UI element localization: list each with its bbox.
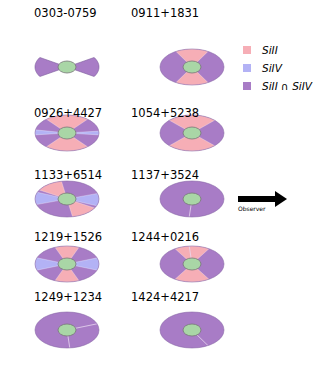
- disk: [160, 181, 224, 217]
- central-source: [58, 193, 76, 205]
- object-name: 1244+0216: [131, 230, 199, 244]
- object-name: 1219+1526: [34, 230, 102, 244]
- legend-swatch: [243, 82, 251, 90]
- legend-label: SiII ∩ SiIV: [262, 80, 312, 92]
- disk-figure: [35, 246, 99, 282]
- object-name: 0303-0759: [34, 6, 97, 20]
- disk: [35, 181, 99, 217]
- central-source: [58, 127, 76, 139]
- object-name: 1133+6514: [34, 168, 102, 182]
- central-source: [183, 324, 201, 336]
- legend-label: SiII: [262, 44, 278, 56]
- object-name: 1054+5238: [131, 106, 199, 120]
- object-name: 1249+1234: [34, 290, 102, 304]
- central-source: [183, 61, 201, 73]
- disk-figure: [35, 115, 99, 151]
- disk-figure: [160, 181, 224, 217]
- central-source: [183, 258, 201, 270]
- central-source: [58, 324, 76, 336]
- disk-figure: [160, 312, 224, 348]
- disk-outline: [35, 115, 99, 151]
- disk: [160, 312, 224, 348]
- central-source: [183, 193, 201, 205]
- disk-outline: [160, 181, 224, 217]
- disk-figure: [35, 312, 99, 348]
- disk: [160, 49, 224, 85]
- disk-outline: [35, 246, 99, 282]
- disk: [160, 115, 224, 151]
- object-name: 0926+4427: [34, 106, 102, 120]
- object-name: 1424+4217: [131, 290, 199, 304]
- object-name: 1137+3524: [131, 168, 199, 182]
- disk: [160, 246, 224, 282]
- central-source: [58, 61, 76, 73]
- disk: [35, 115, 99, 151]
- object-name: 0911+1831: [131, 6, 199, 20]
- disk-figure: [160, 246, 224, 282]
- disk-outline: [160, 49, 224, 85]
- legend-label: SiIV: [262, 62, 282, 74]
- disk-outline: [160, 246, 224, 282]
- disk-figure: [35, 181, 99, 217]
- disk-outline: [160, 115, 224, 151]
- disk-figure: [160, 49, 224, 85]
- observer-arrow: [238, 191, 287, 207]
- disk: [35, 312, 99, 348]
- disk: [35, 246, 99, 282]
- legend-swatch: [243, 64, 251, 72]
- legend-swatch: [243, 46, 251, 54]
- disk-outline: [35, 181, 99, 217]
- central-source: [58, 258, 76, 270]
- disk-figure: [35, 57, 99, 76]
- disk-outline: [35, 312, 99, 348]
- disk-figure: [160, 115, 224, 151]
- observer-label: Observer: [238, 205, 266, 213]
- disk-outline: [160, 312, 224, 348]
- central-source: [183, 127, 201, 139]
